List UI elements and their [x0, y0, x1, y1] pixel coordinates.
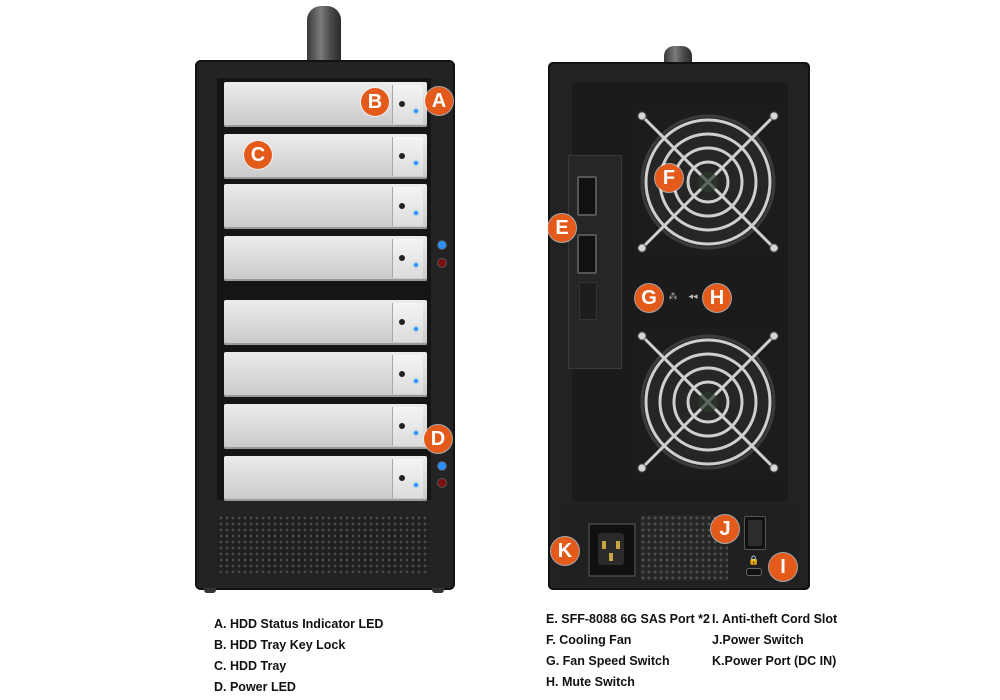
carry-handle-back [664, 46, 692, 66]
legend-item-h: H. Mute Switch [546, 675, 635, 689]
badge-e: E [548, 214, 576, 242]
hdd-status-led [414, 211, 418, 215]
hdd-tray-handle[interactable] [392, 187, 423, 226]
badge-f: F [655, 164, 683, 192]
hdd-tray-handle[interactable] [392, 303, 423, 342]
badge-g: G [635, 284, 663, 312]
cooling-fan-bottom [634, 328, 782, 476]
hdd-tray-handle[interactable] [392, 459, 423, 498]
anti-theft-slot-hole [746, 568, 762, 576]
hdd-status-led [414, 431, 418, 435]
badge-c: C [244, 141, 272, 169]
power-port-dc-in[interactable] [588, 523, 636, 577]
power-led-red [437, 258, 447, 268]
key-lock-icon[interactable] [399, 255, 405, 261]
power-led-blue-2 [437, 461, 447, 471]
hdd-tray[interactable] [224, 300, 427, 345]
sas-port-1[interactable] [577, 176, 597, 216]
hdd-status-led [414, 327, 418, 331]
key-lock-icon[interactable] [399, 319, 405, 325]
key-lock-icon[interactable] [399, 371, 405, 377]
power-led-red-2 [437, 478, 447, 488]
hdd-tray[interactable] [224, 456, 427, 501]
legend-item-a: A. HDD Status Indicator LED [214, 617, 384, 631]
legend-item-c: C. HDD Tray [214, 659, 287, 673]
badge-a: A [425, 87, 453, 115]
legend-item-k: K.Power Port (DC IN) [712, 654, 837, 668]
fan-speed-switch[interactable]: ⁂ [668, 292, 678, 302]
badge-d: D [424, 425, 452, 453]
key-lock-icon[interactable] [399, 203, 405, 209]
badge-i: I [769, 553, 797, 581]
key-lock-icon[interactable] [399, 423, 405, 429]
badge-h: H [703, 284, 731, 312]
badge-b: B [361, 88, 389, 116]
legend-item-d: D. Power LED [214, 680, 296, 694]
power-switch[interactable] [744, 516, 766, 550]
hdd-tray-handle[interactable] [392, 407, 423, 446]
legend-item-g: G. Fan Speed Switch [546, 654, 670, 668]
key-lock-icon[interactable] [399, 475, 405, 481]
key-lock-icon[interactable] [399, 101, 405, 107]
hdd-tray-handle[interactable] [392, 355, 423, 394]
sas-port-module [568, 155, 622, 369]
expansion-cover [579, 282, 597, 320]
hdd-status-led [414, 483, 418, 487]
anti-theft-slot[interactable]: 🔒 [748, 556, 760, 566]
badge-j: J [711, 515, 739, 543]
foot [432, 588, 444, 593]
hdd-status-led [414, 379, 418, 383]
front-vent-grille [218, 515, 430, 573]
sas-port-2[interactable] [577, 234, 597, 274]
hdd-tray[interactable] [224, 404, 427, 449]
key-lock-icon[interactable] [399, 153, 405, 159]
hdd-status-led [414, 161, 418, 165]
legend-item-b: B. HDD Tray Key Lock [214, 638, 346, 652]
hdd-tray-handle[interactable] [392, 239, 423, 278]
hdd-status-led [414, 109, 418, 113]
legend-item-j: J.Power Switch [712, 633, 804, 647]
legend-item-f: F. Cooling Fan [546, 633, 632, 647]
carry-handle-front [307, 6, 341, 62]
foot [204, 588, 216, 593]
hdd-tray[interactable] [224, 352, 427, 397]
mute-switch[interactable]: ◂◂ [688, 292, 698, 302]
hdd-tray[interactable] [224, 236, 427, 281]
hdd-tray[interactable] [224, 184, 427, 229]
legend-item-e: E. SFF-8088 6G SAS Port *2 [546, 612, 710, 626]
legend-item-i: I. Anti-theft Cord Slot [712, 612, 838, 626]
hdd-tray[interactable] [224, 82, 427, 127]
badge-k: K [551, 537, 579, 565]
hdd-tray-handle[interactable] [392, 137, 423, 176]
hdd-status-led [414, 263, 418, 267]
hdd-tray-handle[interactable] [392, 85, 423, 124]
power-led-blue [437, 240, 447, 250]
